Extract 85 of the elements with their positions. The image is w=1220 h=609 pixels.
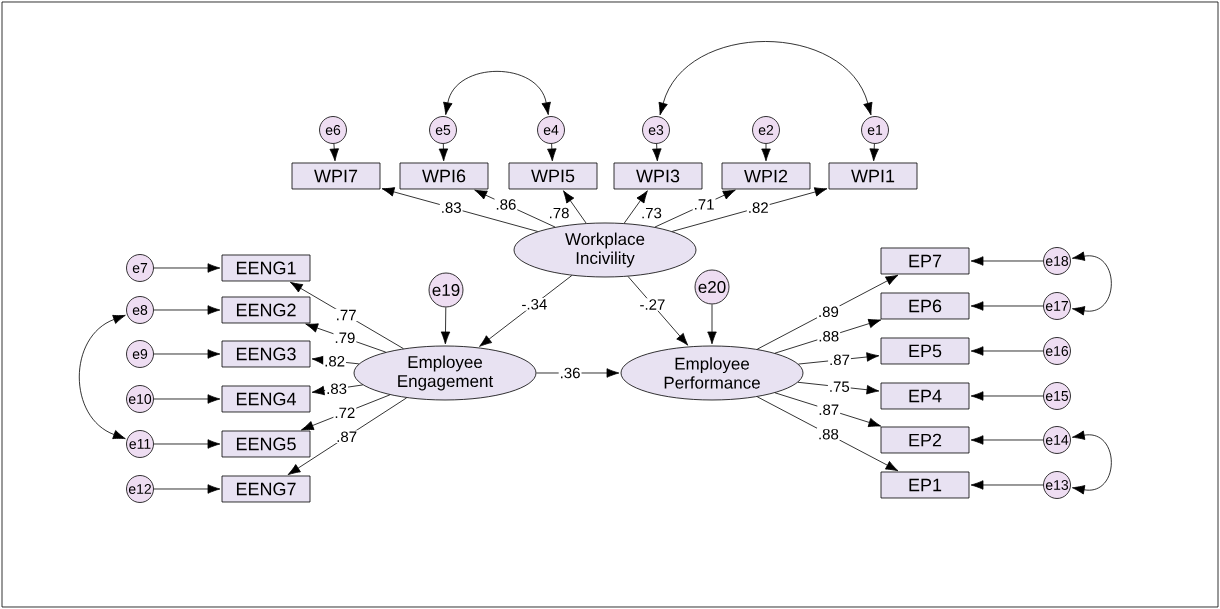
indicator-box: EP1 xyxy=(880,471,970,499)
arrow xyxy=(329,143,339,162)
arrow xyxy=(869,143,879,162)
indicator-box: EENG5 xyxy=(221,430,311,458)
covariance-arrow xyxy=(1072,430,1112,495)
arrow xyxy=(970,391,1044,401)
arrow xyxy=(652,143,662,162)
arrow xyxy=(627,276,689,346)
arrow xyxy=(536,368,620,378)
arrow xyxy=(970,346,1044,356)
arrow xyxy=(153,439,221,449)
indicator-box: EENG7 xyxy=(221,475,311,503)
indicator-box: EP6 xyxy=(880,292,970,320)
covariance-arrow xyxy=(78,314,126,440)
arrow xyxy=(970,435,1044,445)
edge-label: .82 xyxy=(323,354,347,368)
edge-label: .87 xyxy=(335,430,359,444)
covariance-arrow xyxy=(443,70,551,115)
covariance-arrow xyxy=(658,41,873,116)
arrow xyxy=(798,352,880,365)
edge-label: .88 xyxy=(817,329,841,343)
edge-label: -.34 xyxy=(520,298,549,311)
edge-label: .86 xyxy=(494,198,518,211)
edge-label: .79 xyxy=(333,331,357,345)
covariance-arrow xyxy=(1072,251,1112,316)
edge-label: -.27 xyxy=(638,298,667,311)
arrow xyxy=(970,256,1044,266)
arrow xyxy=(707,304,717,345)
arrow xyxy=(153,484,221,494)
arrow xyxy=(563,190,587,224)
edge-label: .71 xyxy=(692,198,716,211)
indicator-box: WPI5 xyxy=(508,162,598,190)
arrow xyxy=(301,394,391,431)
arrow xyxy=(479,275,573,347)
indicator-box: WPI2 xyxy=(721,162,811,190)
arrow xyxy=(153,394,221,404)
edge-label: .83 xyxy=(439,201,463,214)
arrow xyxy=(654,189,736,228)
arrow xyxy=(671,187,828,232)
arrow xyxy=(153,263,221,273)
arrow xyxy=(756,274,899,350)
edge-label: .36 xyxy=(558,366,582,380)
edge-label: .72 xyxy=(333,406,357,419)
arrow xyxy=(311,384,364,396)
edge-label: .88 xyxy=(817,427,840,441)
arrow xyxy=(474,189,556,228)
arrow xyxy=(289,281,404,349)
arrow xyxy=(970,480,1044,490)
arrow xyxy=(153,305,221,315)
arrow xyxy=(381,187,539,232)
indicator-box: WPI3 xyxy=(613,162,703,190)
indicator-box: EENG1 xyxy=(221,254,311,282)
arrow xyxy=(761,143,771,162)
indicator-box: WPI7 xyxy=(291,162,381,190)
indicator-box: EENG3 xyxy=(221,340,311,368)
indicator-box: EP5 xyxy=(880,337,970,365)
indicator-box: EENG2 xyxy=(221,296,311,324)
indicator-box: WPI1 xyxy=(828,162,918,190)
arrow xyxy=(970,301,1044,311)
edge-label: .82 xyxy=(746,201,770,214)
arrow xyxy=(153,349,221,359)
arrow xyxy=(311,355,360,365)
arrow xyxy=(287,397,408,476)
arrow xyxy=(438,143,449,162)
arrow xyxy=(623,190,648,224)
edge-label: .78 xyxy=(547,206,571,220)
arrow xyxy=(774,392,882,428)
arrow xyxy=(547,143,557,162)
edge-label: .75 xyxy=(827,380,851,393)
edge-label: .73 xyxy=(640,206,663,220)
indicator-box: EP4 xyxy=(880,382,970,410)
indicator-box: EP2 xyxy=(880,426,970,454)
edge-label: .83 xyxy=(325,382,348,396)
edge-label: .77 xyxy=(334,308,358,322)
arrow xyxy=(440,307,451,345)
arrow xyxy=(774,318,882,354)
indicator-box: EP7 xyxy=(880,247,970,275)
arrow xyxy=(797,381,880,395)
edge-label: .89 xyxy=(817,305,840,319)
edge-label: .87 xyxy=(817,403,841,416)
indicator-box: EENG4 xyxy=(221,385,311,413)
arrow xyxy=(756,396,899,472)
indicator-box: WPI6 xyxy=(399,162,489,190)
edge-label: .87 xyxy=(828,353,851,367)
arrow xyxy=(305,323,387,353)
